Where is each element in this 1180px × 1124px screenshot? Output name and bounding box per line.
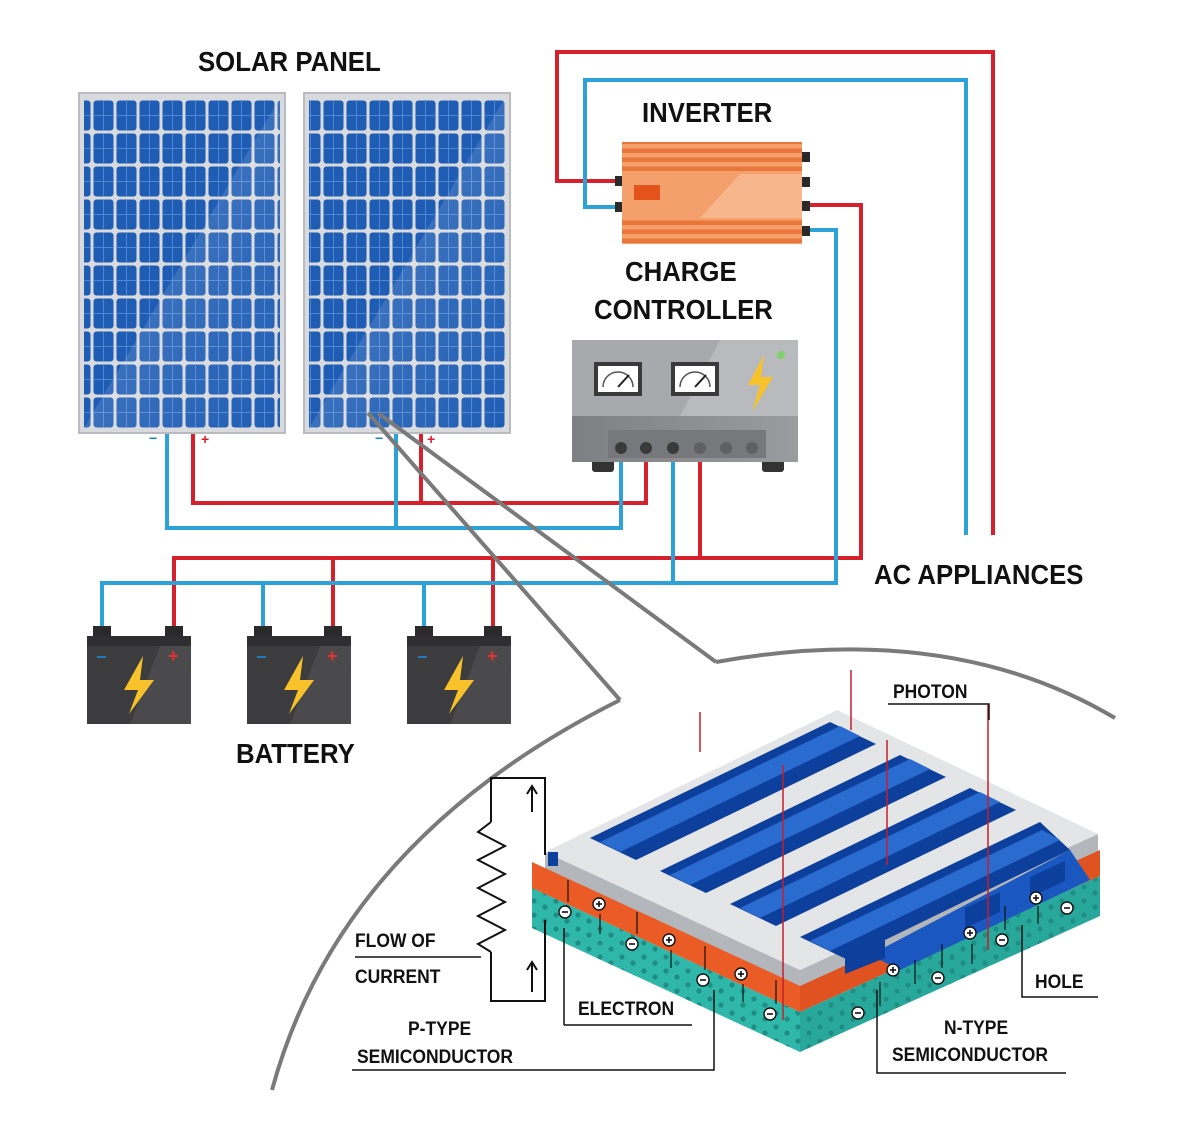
lightning-bolt-icon xyxy=(444,656,474,714)
panel-left-plus-sign: + xyxy=(201,431,210,447)
solar-cell-cross-section xyxy=(352,670,1100,1074)
ac-wire-negative xyxy=(583,78,968,535)
battery-2-plus-sign: + xyxy=(327,646,338,666)
electron-label: ELECTRON xyxy=(578,999,675,1020)
battery-2-minus-sign: − xyxy=(256,647,267,667)
battery-1 xyxy=(87,626,191,724)
hole-label: HOLE xyxy=(1035,972,1084,993)
solar-panel-left xyxy=(78,92,286,434)
solar-panel-right xyxy=(303,92,511,434)
panel-right-plus-sign: + xyxy=(427,431,436,447)
zoom-callout xyxy=(270,411,1117,1091)
gauge-meter-icon xyxy=(594,362,642,396)
ac-appliances-title: AC APPLIANCES xyxy=(874,559,1084,590)
p-type-label-line1: P-TYPE xyxy=(408,1019,472,1040)
panel-right-minus-sign: − xyxy=(375,430,384,446)
inverter-title: INVERTER xyxy=(642,97,773,128)
photon-label: PHOTON xyxy=(893,682,968,703)
n-type-label-line2: SEMICONDUCTOR xyxy=(892,1045,1049,1066)
solar-panel-title: SOLAR PANEL xyxy=(198,46,381,77)
inverter-unit xyxy=(615,142,810,244)
battery-3-plus-sign: + xyxy=(487,646,498,666)
arrow-up-icon xyxy=(526,960,538,992)
gauge-meter-icon xyxy=(671,362,719,396)
ac-wire-positive xyxy=(555,50,995,535)
battery-2 xyxy=(247,626,351,724)
charge-controller-unit xyxy=(572,340,798,472)
inverter-battery-wire-negative xyxy=(100,228,838,630)
charge-controller-title-line2: CONTROLLER xyxy=(594,294,773,325)
flow-of-current-label-line1: FLOW OF xyxy=(355,931,436,952)
leader-lines xyxy=(352,703,1098,1074)
battery-1-plus-sign: + xyxy=(168,646,179,666)
battery-3 xyxy=(407,626,511,724)
battery-3-minus-sign: − xyxy=(417,647,428,667)
p-type-label-line2: SEMICONDUCTOR xyxy=(357,1047,514,1068)
arrow-up-icon xyxy=(526,784,538,812)
lightning-bolt-icon xyxy=(284,656,314,714)
lightning-bolt-icon xyxy=(124,656,154,714)
charge-controller-title-line1: CHARGE xyxy=(625,256,737,287)
n-type-label-line1: N-TYPE xyxy=(944,1018,1009,1039)
battery-1-minus-sign: − xyxy=(96,647,107,667)
lightning-bolt-icon xyxy=(748,355,773,412)
panel-left-minus-sign: − xyxy=(149,430,158,446)
charge-carriers xyxy=(558,880,1074,1021)
flow-of-current-label-line2: CURRENT xyxy=(355,967,441,988)
battery-title: BATTERY xyxy=(236,738,355,769)
resistor-symbol-icon xyxy=(475,821,508,953)
external-circuit xyxy=(475,777,546,1002)
